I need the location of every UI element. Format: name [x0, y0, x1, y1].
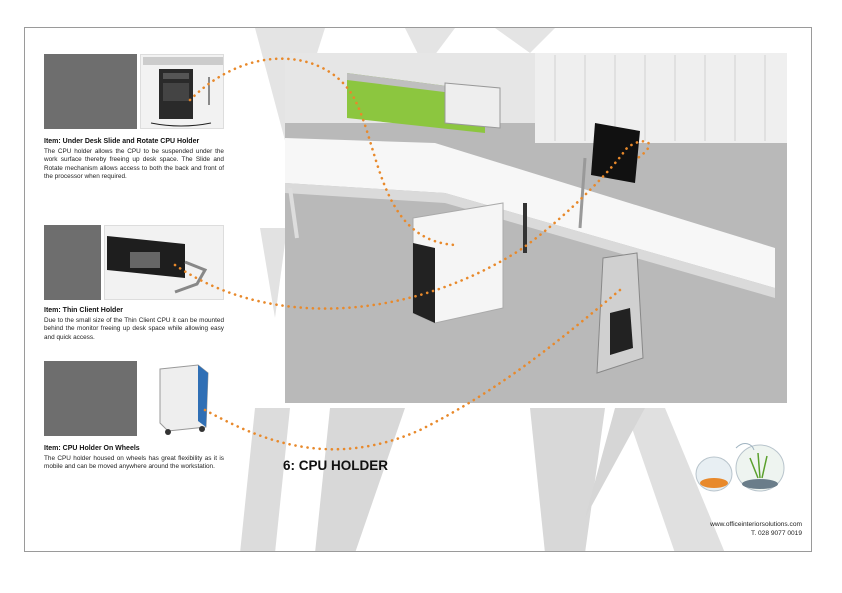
office-workstation-photo — [285, 53, 787, 403]
item-description: The CPU holder allows the CPU to be susp… — [44, 148, 224, 181]
cpu-wheels-photo — [140, 361, 224, 436]
thin-client-photo — [104, 225, 224, 300]
item-title: Item: CPU Holder On Wheels — [44, 445, 140, 452]
item-thumb-placeholder — [44, 361, 137, 436]
fishbowl-logo — [695, 443, 785, 492]
contact-block: www.officeinteriorsolutions.com T. 028 9… — [710, 520, 802, 538]
thin-client-illustration — [107, 236, 208, 294]
item-description: Due to the small size of the Thin Client… — [44, 317, 224, 341]
item-thumb-placeholder — [44, 225, 101, 300]
phone-number: T. 028 9077 0019 — [751, 530, 802, 537]
item-title: Item: Under Desk Slide and Rotate CPU Ho… — [44, 138, 200, 145]
item-thumb-placeholder — [44, 54, 137, 129]
cpu-holder-illustration — [143, 57, 223, 127]
website-link[interactable]: www.officeinteriorsolutions.com — [710, 521, 802, 528]
item-description: The CPU holder housed on wheels has grea… — [44, 455, 224, 471]
page-title: 6: CPU HOLDER — [283, 458, 389, 473]
cpu-wheels-illustration — [159, 364, 209, 435]
cpu-slide-rotate-photo — [140, 54, 224, 129]
item-title: Item: Thin Client Holder — [44, 307, 123, 314]
office-render-illustration — [285, 53, 787, 403]
